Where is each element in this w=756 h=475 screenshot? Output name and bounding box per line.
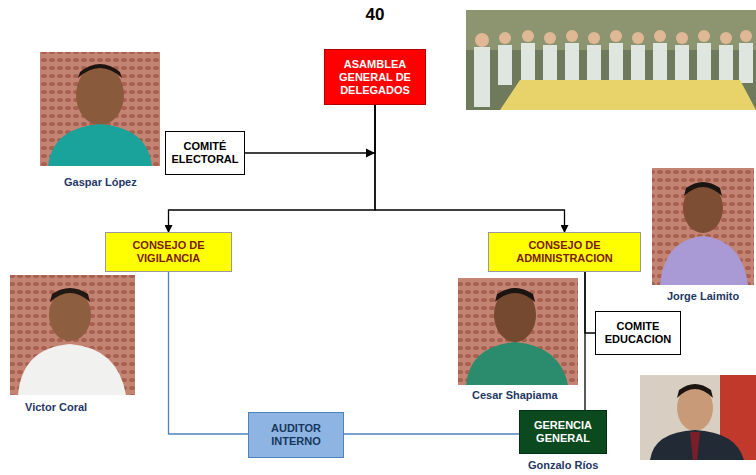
- connector: [245, 105, 375, 153]
- connector: [584, 272, 585, 410]
- box-text: COMITE EDUCACION: [601, 320, 675, 346]
- box-text: AUDITOR INTERNO: [254, 422, 338, 448]
- portrait-photo: [40, 52, 160, 166]
- portrait-photo: [640, 375, 756, 460]
- person-name: Jorge Laimito: [667, 290, 739, 302]
- person-name: Cesar Shapiama: [472, 389, 558, 401]
- committee-box: COMITE EDUCACION: [595, 311, 681, 355]
- portrait-photo: [10, 275, 135, 395]
- person-name: Gonzalo Ríos: [528, 459, 598, 471]
- auditor-box: AUDITOR INTERNO: [248, 412, 344, 458]
- box-text: CONSEJO DE ADMINISTRACION: [494, 239, 635, 265]
- connector: [169, 272, 249, 434]
- box-text: GERENCIA GENERAL: [525, 419, 601, 445]
- group-photo: [466, 10, 756, 110]
- council-box: CONSEJO DE ADMINISTRACION: [488, 232, 641, 272]
- council-box: CONSEJO DE VIGILANCIA: [105, 232, 232, 272]
- connector: [585, 272, 595, 333]
- assembly-box: ASAMBLEA GENERAL DE DELEGADOS: [324, 49, 426, 105]
- page-number: 40: [366, 5, 385, 25]
- box-text: COMITÉ ELECTORAL: [171, 140, 239, 166]
- connector: [375, 105, 565, 232]
- box-text: CONSEJO DE VIGILANCIA: [111, 239, 226, 265]
- committee-box: COMITÉ ELECTORAL: [165, 131, 245, 175]
- person-name: Victor Coral: [25, 401, 87, 413]
- management-box: GERENCIA GENERAL: [519, 410, 607, 454]
- connector: [344, 433, 519, 434]
- person-name: Gaspar López: [64, 176, 137, 188]
- portrait-photo: [458, 278, 578, 385]
- box-text: ASAMBLEA GENERAL DE DELEGADOS: [330, 58, 420, 97]
- portrait-photo: [652, 168, 754, 285]
